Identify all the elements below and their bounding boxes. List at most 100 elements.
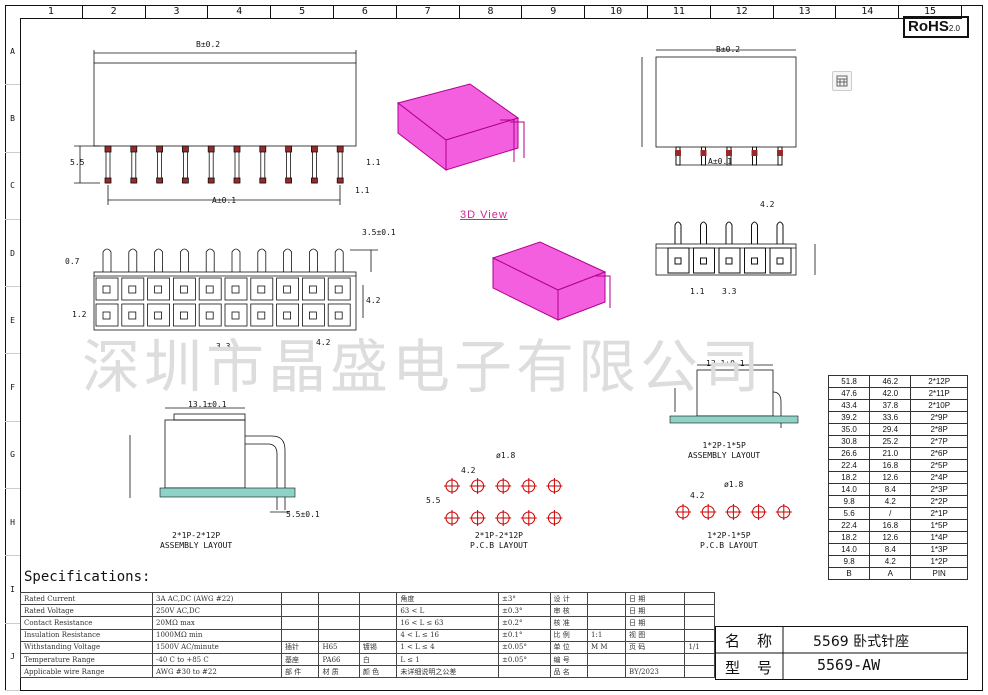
spec-cell: -40 C to +85 C — [152, 652, 282, 667]
size-cell: 18.2 — [827, 531, 871, 544]
spec-cell — [684, 591, 715, 606]
size-cell: 2*6P — [910, 447, 968, 460]
size-cell: B — [827, 567, 871, 580]
spec-cell — [684, 652, 715, 667]
housing-cell — [301, 277, 325, 301]
pcb-hole — [700, 504, 717, 520]
spec-cell: Insulation Resistance — [20, 628, 153, 642]
size-cell: 1*2P — [910, 555, 968, 568]
pin-top — [233, 145, 241, 184]
dim-4-2-low: 4.2 — [316, 338, 331, 347]
spec-cell — [318, 616, 360, 630]
housing-cell — [95, 277, 119, 301]
spec-cell — [280, 628, 320, 642]
dim-3-3: 3.3 — [216, 342, 231, 351]
dim-hole-diameter: ø1.8 — [496, 451, 516, 460]
size-cell: 2*1P — [910, 507, 968, 520]
housing-cell — [198, 303, 222, 327]
spec-cell — [280, 616, 320, 630]
pin-top — [259, 145, 267, 184]
pcb-layout-2row: 2*1P-2*12P P.C.B LAYOUT — [470, 531, 528, 550]
spec-cell — [684, 604, 715, 618]
housing-cell — [121, 277, 145, 301]
spec-cell — [587, 591, 627, 606]
rohs-badge: RoHS2.0 — [903, 16, 969, 38]
dim-5-5-pcb: 5.5 — [426, 496, 441, 505]
spec-cell: ±0.3° — [498, 604, 551, 618]
pin-mid — [128, 248, 138, 272]
size-cell: 18.2 — [827, 471, 871, 484]
spec-cell — [498, 665, 551, 679]
pin-right — [667, 146, 690, 274]
dim-b-width: B±0.2 — [196, 40, 221, 49]
size-row: 5.6/2*1P — [827, 507, 968, 520]
dim-b-width-right: B±0.2 — [716, 45, 741, 54]
size-cell: 51.8 — [827, 375, 871, 388]
spec-cell: 日 期 — [625, 604, 686, 618]
pin-top — [285, 145, 293, 184]
grid-icon[interactable] — [832, 71, 852, 91]
ruler-column-15: 15 — [899, 5, 962, 18]
size-cell: 12.6 — [869, 531, 912, 544]
pin-right — [693, 146, 715, 274]
spec-cell: 镀锡 — [358, 640, 398, 654]
housing-cell — [172, 303, 196, 327]
housing-cell — [172, 277, 196, 301]
size-cell: 37.8 — [869, 399, 912, 412]
ruler-row-J: J — [5, 624, 20, 691]
pcb-hole — [520, 478, 537, 494]
spec-cell: 角度 — [396, 591, 499, 606]
size-cell: 2*10P — [910, 399, 968, 412]
name-value: 5569 卧式针座 — [813, 634, 910, 650]
pin-mid — [283, 248, 292, 272]
size-cell: 29.4 — [869, 423, 912, 436]
spec-cell — [318, 591, 360, 606]
size-cell: 30.8 — [827, 435, 871, 448]
size-cell: 14.0 — [827, 483, 871, 496]
spec-cell: 1/1 — [684, 640, 715, 654]
size-cell: 2*11P — [910, 387, 968, 400]
spec-cell — [684, 628, 715, 642]
housing-cell — [121, 303, 145, 327]
size-cell: 9.8 — [827, 555, 871, 568]
dim-1-1-top: 1.1 — [366, 158, 381, 167]
pin-top — [104, 145, 112, 184]
connector-3d-small — [491, 241, 611, 321]
spec-cell: Rated Current — [20, 591, 153, 606]
housing-cell — [250, 277, 274, 301]
size-cell: 9.8 — [827, 495, 871, 508]
pin-mid — [154, 248, 163, 272]
ruler-row-B: B — [5, 85, 20, 153]
spec-cell — [587, 604, 627, 618]
spec-cell: 日 期 — [625, 616, 686, 630]
pin-mid — [309, 248, 318, 272]
spec-cell — [625, 652, 686, 667]
spec-cell — [280, 591, 320, 606]
pin-mid — [180, 248, 189, 272]
spec-cell — [587, 665, 627, 679]
dim-4-2-pcb: 4.2 — [461, 466, 476, 475]
size-cell: 39.2 — [827, 411, 871, 424]
dim-3-3-right: 3.3 — [722, 287, 737, 296]
size-cell: 2*9P — [910, 411, 968, 424]
ruler-row-E: E — [5, 287, 20, 355]
spec-cell — [358, 616, 398, 630]
specifications-title: Specifications: — [24, 569, 151, 585]
spec-cell: 1500V AC/minute — [152, 640, 282, 654]
spec-cell: 250V AC,DC — [152, 604, 282, 618]
spec-cell: ±3° — [498, 591, 551, 606]
spec-cell: Rated Voltage — [20, 604, 153, 618]
pin-mid — [231, 248, 241, 272]
size-cell: 26.6 — [827, 447, 871, 460]
pin-mid — [205, 248, 215, 272]
assembly-layout-1row: 1*2P-1*5P ASSEMBLY LAYOUT — [688, 441, 761, 460]
pcb-hole — [444, 510, 460, 526]
